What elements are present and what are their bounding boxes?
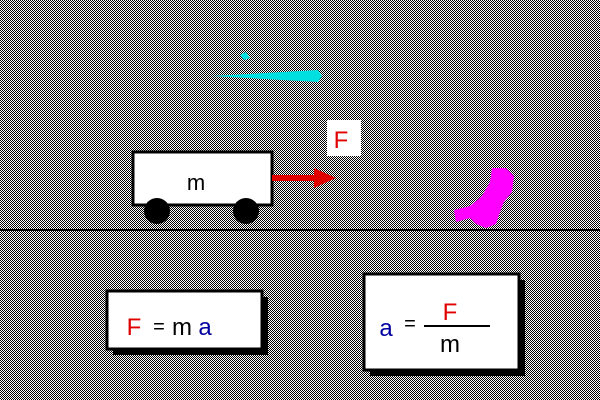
eq1-a: a (198, 314, 212, 341)
eq2-denominator: m (440, 331, 460, 358)
eq2-numerator: F (443, 299, 458, 326)
eq1-F: F (127, 314, 142, 341)
cart: m (131, 150, 274, 224)
equation-force-box: F = m a (105, 289, 268, 355)
eq1-equals: = (153, 316, 165, 338)
eq2-equals: = (404, 313, 416, 335)
pusher-figure (454, 168, 514, 228)
force-arrow (272, 168, 336, 188)
motion-streak (212, 52, 322, 82)
cart-mass-label: m (187, 170, 205, 195)
force-label: F (334, 127, 349, 154)
eq1-m: m (172, 314, 192, 341)
equation-acceleration-box: a = F m (362, 272, 525, 376)
cart-wheel-left (144, 198, 170, 224)
cart-wheel-right (233, 198, 259, 224)
eq2-a: a (379, 315, 393, 342)
force-label-box (327, 120, 361, 156)
